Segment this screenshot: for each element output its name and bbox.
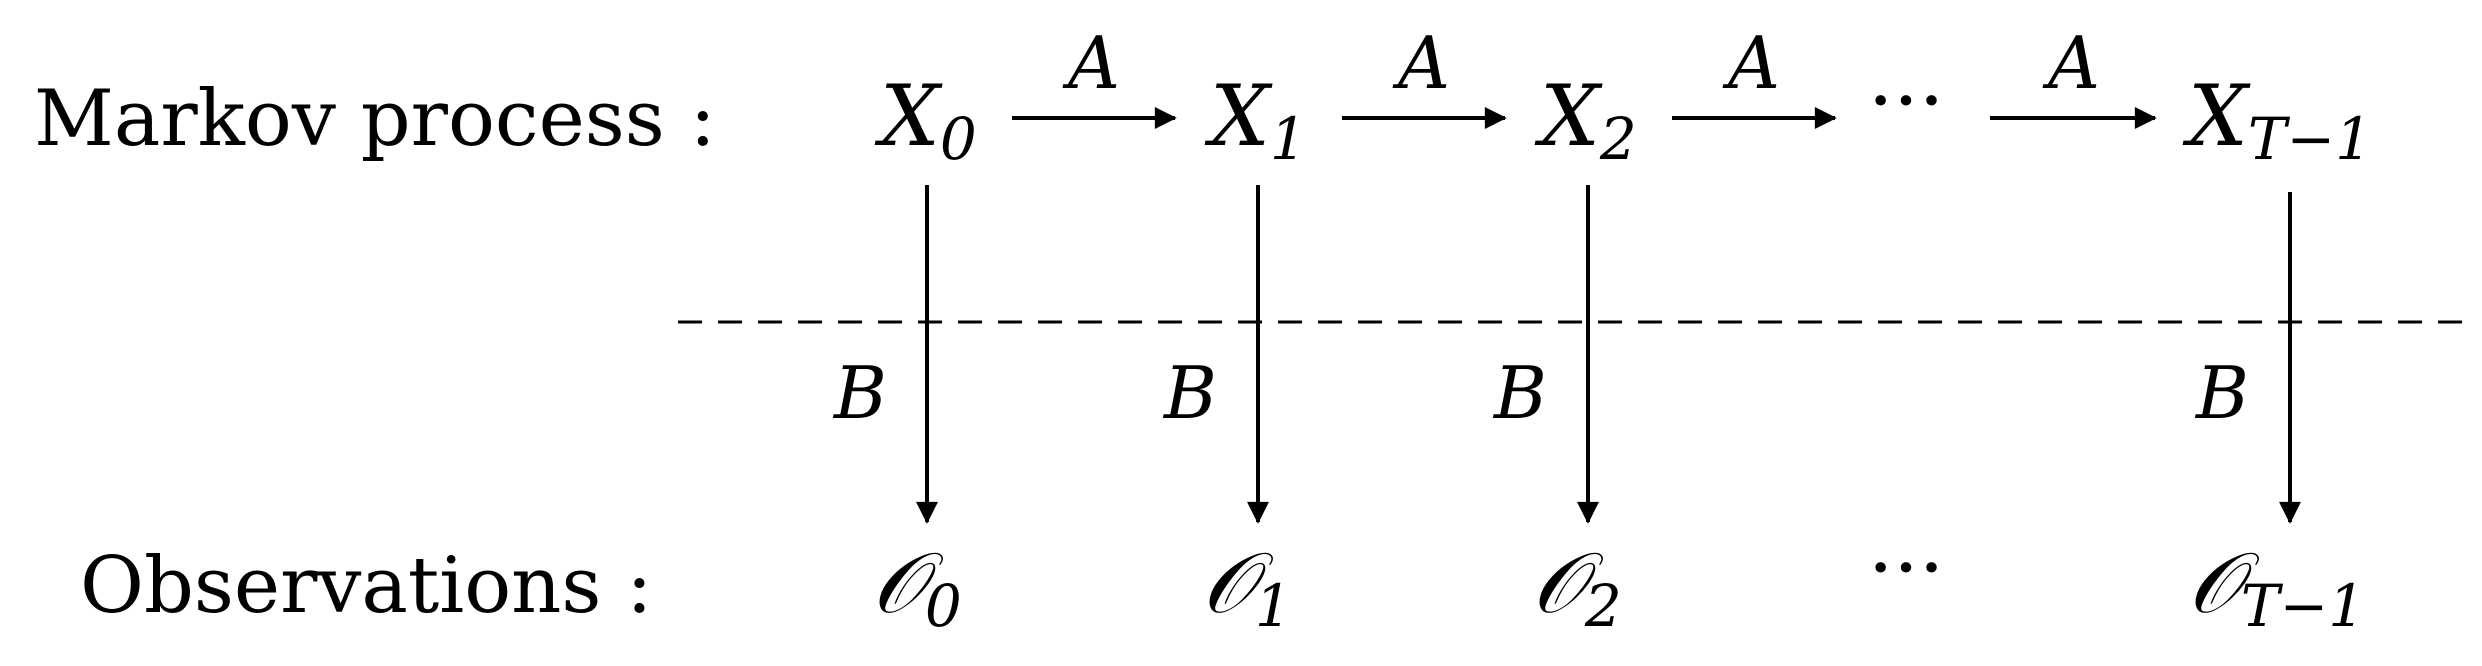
observation-ellipsis: ··· bbox=[1868, 521, 1944, 614]
transition-label-a-3: A bbox=[1722, 21, 1780, 105]
emission-label-b-t: B bbox=[2194, 351, 2249, 435]
observation-o2: 𝒪2 bbox=[1532, 534, 1622, 640]
state-ellipsis: ··· bbox=[1868, 54, 1944, 147]
observations-label: Observations : bbox=[80, 541, 653, 631]
state-x0: X0 bbox=[874, 67, 977, 173]
state-x1: X1 bbox=[1204, 67, 1307, 173]
emission-label-b-2: B bbox=[1492, 351, 1547, 435]
emission-label-b-1: B bbox=[1162, 351, 1217, 435]
observation-o0: 𝒪0 bbox=[872, 534, 962, 640]
observation-ot-minus-1: 𝒪T−1 bbox=[2188, 534, 2365, 640]
transition-label-a-1: A bbox=[1062, 21, 1120, 105]
transition-label-a-4: A bbox=[2042, 21, 2100, 105]
state-xt-minus-1: XT−1 bbox=[2182, 67, 2372, 173]
markov-process-label: Markov process : bbox=[34, 74, 716, 164]
emission-label-b-0: B bbox=[832, 351, 887, 435]
state-x2: X2 bbox=[1534, 67, 1637, 173]
transition-label-a-2: A bbox=[1392, 21, 1450, 105]
observation-o1: 𝒪1 bbox=[1202, 534, 1292, 640]
